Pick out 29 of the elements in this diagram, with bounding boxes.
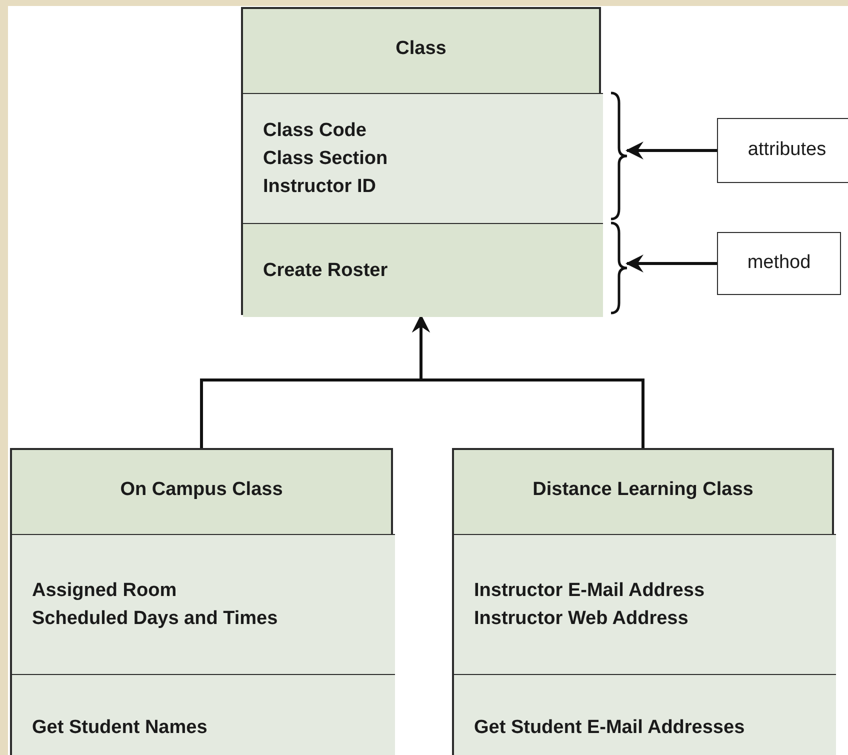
label-box (717, 118, 848, 183)
arrow (626, 254, 717, 272)
member-text: Create Roster (263, 258, 389, 282)
class-compartment (454, 534, 836, 674)
class-compartment (12, 674, 395, 755)
member-text: Class Code (263, 118, 368, 142)
class-name: On Campus Class (119, 478, 284, 502)
class-compartment (454, 674, 836, 755)
class-name: Class (394, 37, 448, 61)
member-text: Class Section (263, 146, 389, 170)
class-name: Distance Learning Class (532, 478, 754, 502)
class-compartment (243, 223, 603, 317)
class-compartment (12, 534, 395, 674)
arrow (412, 314, 644, 448)
label-text: method (747, 251, 811, 276)
class-compartment (243, 93, 603, 223)
arrow (626, 142, 717, 160)
member-text: Instructor ID (263, 174, 377, 198)
member-text: Scheduled Days and Times (32, 606, 279, 630)
class-box (452, 448, 834, 755)
member-text: Assigned Room (32, 578, 178, 602)
class-box (241, 7, 601, 315)
member-text: Get Student Names (32, 716, 208, 740)
member-text: Instructor E-Mail Address (474, 578, 706, 602)
member-text: Instructor Web Address (474, 606, 690, 630)
class-box (10, 448, 393, 755)
label-text: attributes (748, 138, 826, 162)
member-text: Get Student E-Mail Addresses (474, 716, 746, 740)
label-box (717, 232, 841, 295)
